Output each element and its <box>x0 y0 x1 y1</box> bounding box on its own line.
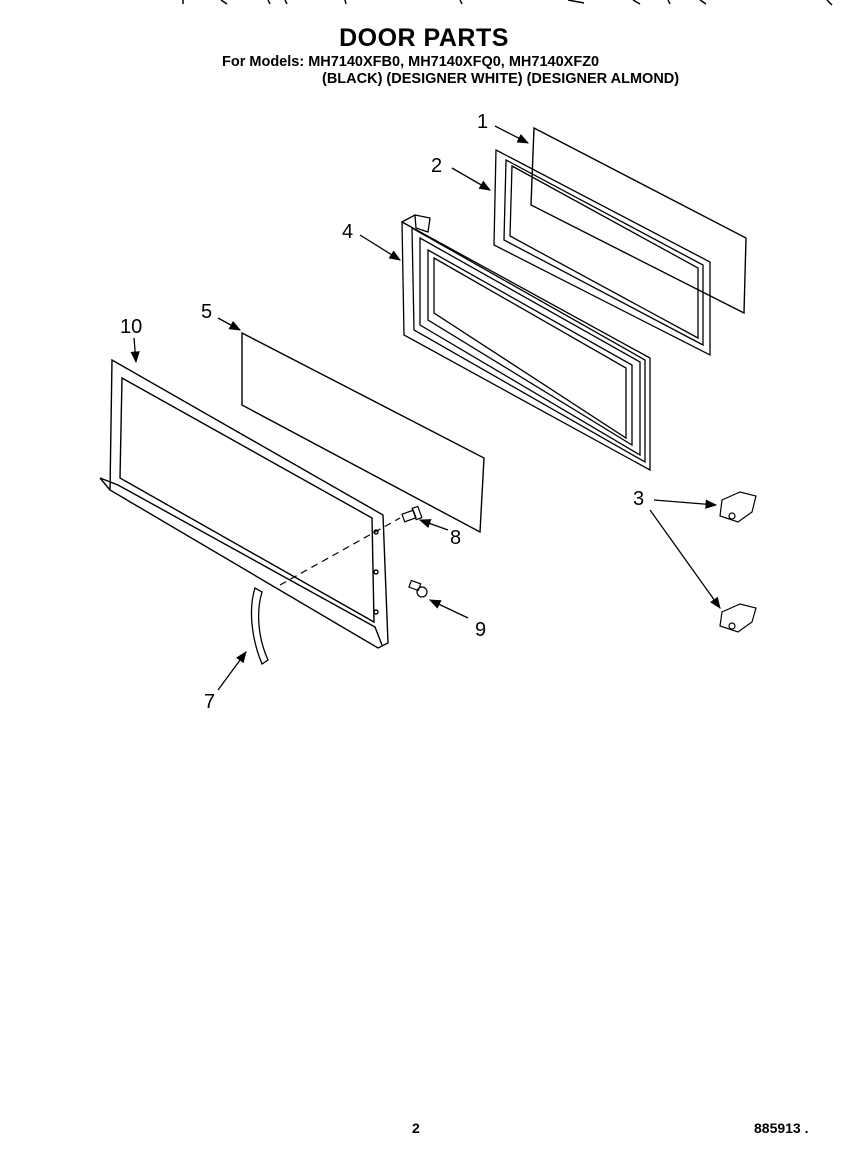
part-2-gasket-frame <box>493 148 711 357</box>
page-title: DOOR PARTS <box>339 24 509 52</box>
part-5-window-glass <box>241 331 485 534</box>
scan-edge-marks <box>182 0 833 6</box>
callout-5: 5 <box>201 301 212 323</box>
part-1-glass-panel <box>530 126 747 315</box>
leader-arrows <box>130 125 721 691</box>
part-10-outer-door-panel <box>99 358 389 649</box>
part-4-inner-door-frame <box>401 214 651 472</box>
callout-10: 10 <box>120 316 142 338</box>
callout-2: 2 <box>431 155 442 177</box>
alignment-dashed-line <box>279 517 401 586</box>
callout-3: 3 <box>633 488 644 510</box>
callout-9: 9 <box>475 619 486 641</box>
part-7-handle <box>250 587 269 665</box>
document-number: 885913 . <box>754 1120 809 1136</box>
color-list: (BLACK) (DESIGNER WHITE) (DESIGNER ALMON… <box>322 71 680 87</box>
model-list: For Models: MH7140XFB0, MH7140XFQ0, MH71… <box>222 54 600 70</box>
part-3-latch-upper <box>719 491 757 523</box>
callout-4: 4 <box>342 221 353 243</box>
part-3-latch-lower <box>719 603 757 633</box>
callout-8: 8 <box>450 527 461 549</box>
part-8-screw <box>401 505 423 523</box>
page-number: 2 <box>412 1120 420 1136</box>
part-9-screw <box>408 579 428 598</box>
callout-7: 7 <box>204 691 215 713</box>
callout-1: 1 <box>477 111 488 133</box>
